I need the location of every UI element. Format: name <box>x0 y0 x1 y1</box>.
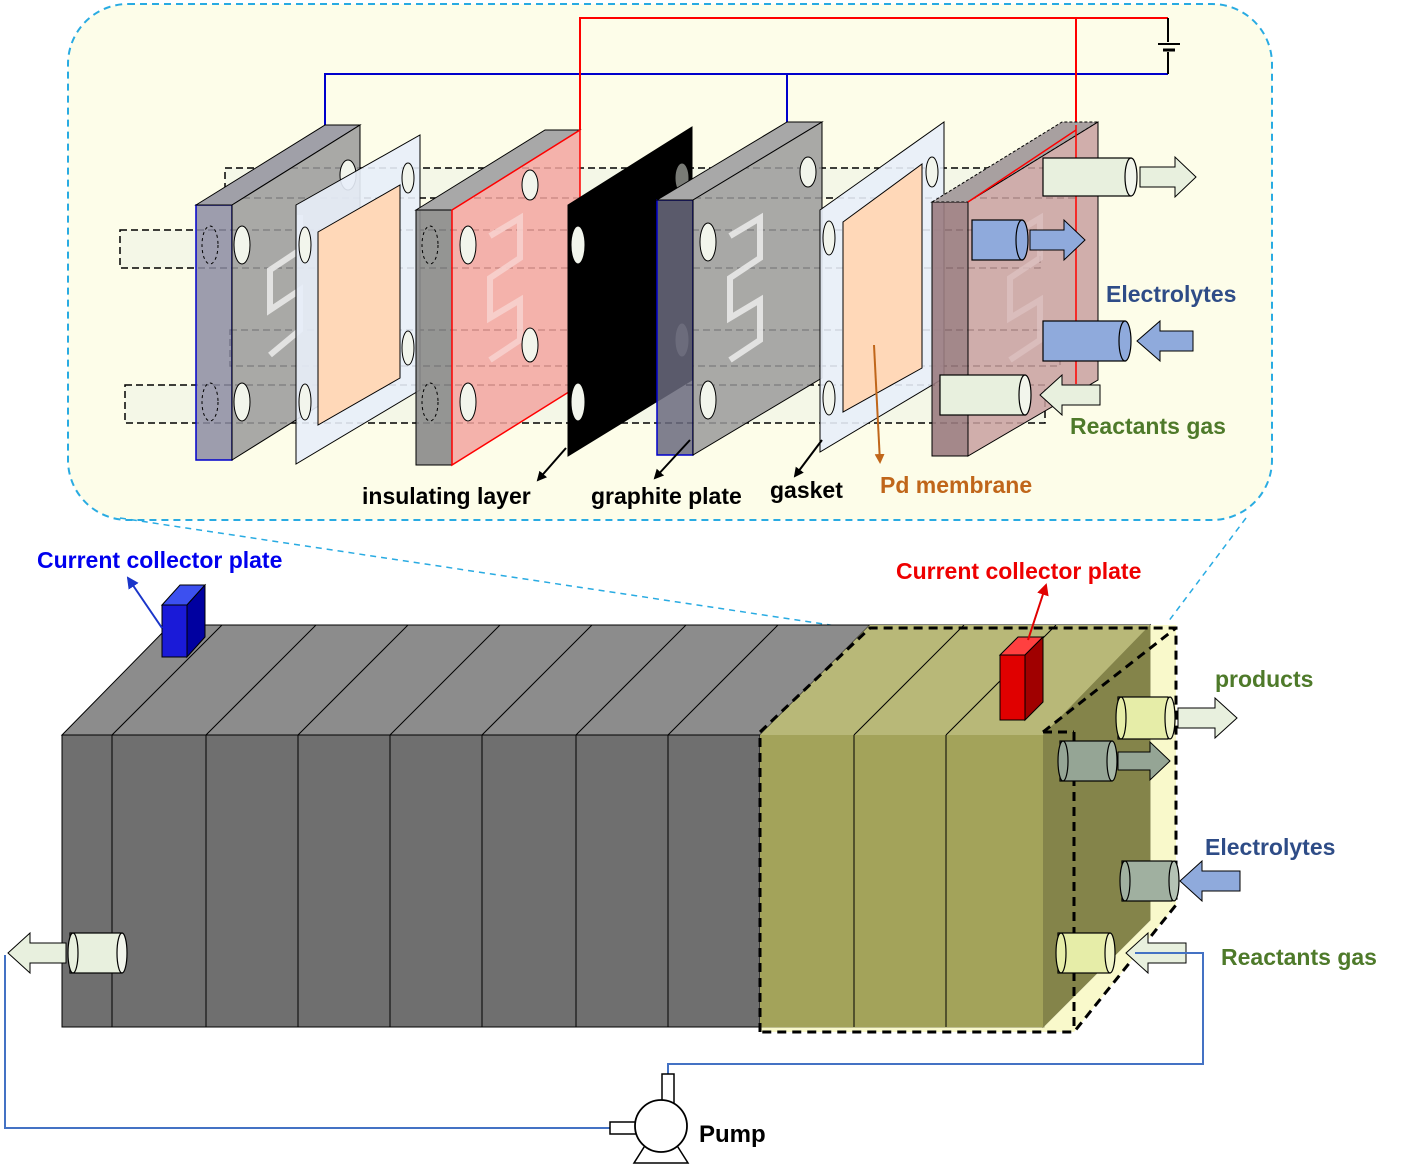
stack-pipe-outlet-2 <box>1057 740 1171 782</box>
pump-supply-line <box>667 952 1204 1074</box>
pump-label: Pump <box>699 1121 766 1148</box>
gasket-right <box>819 121 945 453</box>
reactants-gas-label-bottom: Reactants gas <box>1221 944 1377 970</box>
current-collector-label-left: Current collector plate <box>37 547 282 573</box>
pd-membrane-label: Pd membrane <box>880 472 1032 498</box>
pump-icon <box>609 1073 690 1164</box>
graphite-plate-pointer <box>653 439 691 480</box>
insulating-layer-label: insulating layer <box>362 483 531 509</box>
current-collector-plate-blue <box>160 583 207 659</box>
current-collector-right-pointer <box>1027 583 1049 641</box>
pipe-electrolyte-out <box>971 218 1086 262</box>
insulating-layer-pointer <box>536 447 567 482</box>
exploded-view-inset: Electrolytes Reactants gas insulating la… <box>67 3 1273 629</box>
gasket-label: gasket <box>770 477 843 503</box>
gasket-left <box>295 134 421 465</box>
reactants-gas-label-top: Reactants gas <box>1070 413 1226 439</box>
zoom-line-left <box>119 517 851 629</box>
current-collector-label-right: Current collector plate <box>896 558 1141 584</box>
pipe-reactants-in <box>939 373 1101 417</box>
zoom-line-right <box>1167 517 1247 623</box>
stack-pipe-products <box>1115 696 1238 740</box>
graphite-plate-label: graphite plate <box>591 483 742 509</box>
electrolytes-label-top: Electrolytes <box>1106 281 1236 307</box>
electrolytes-label-bottom: Electrolytes <box>1205 834 1335 860</box>
pd-membrane-pointer <box>873 344 885 464</box>
end-plate-right <box>930 121 1100 457</box>
wire-blue <box>324 73 1168 125</box>
pump-return-line <box>4 955 614 1129</box>
graphite-plate-1 <box>414 128 582 467</box>
pipe-electrolyte-in <box>1042 319 1194 363</box>
gasket-pointer <box>793 439 823 478</box>
pipe-products-top <box>1042 155 1197 199</box>
stack-pipe-electrolyte-in <box>1119 859 1241 903</box>
wire-red <box>579 17 1168 130</box>
stack-front-dividers <box>111 735 947 1027</box>
current-collector-plate-red <box>998 635 1045 722</box>
highlighted-cell-unit <box>758 624 1178 1034</box>
battery-icon <box>1158 18 1180 74</box>
fuel-cell-stack: Current collector plate Current collecto… <box>4 547 1377 1164</box>
current-collector-left-pointer <box>126 576 163 629</box>
products-label: products <box>1215 666 1313 692</box>
graphite-plate-2 <box>655 121 824 456</box>
stack-pipe-left-outlet <box>7 931 128 975</box>
